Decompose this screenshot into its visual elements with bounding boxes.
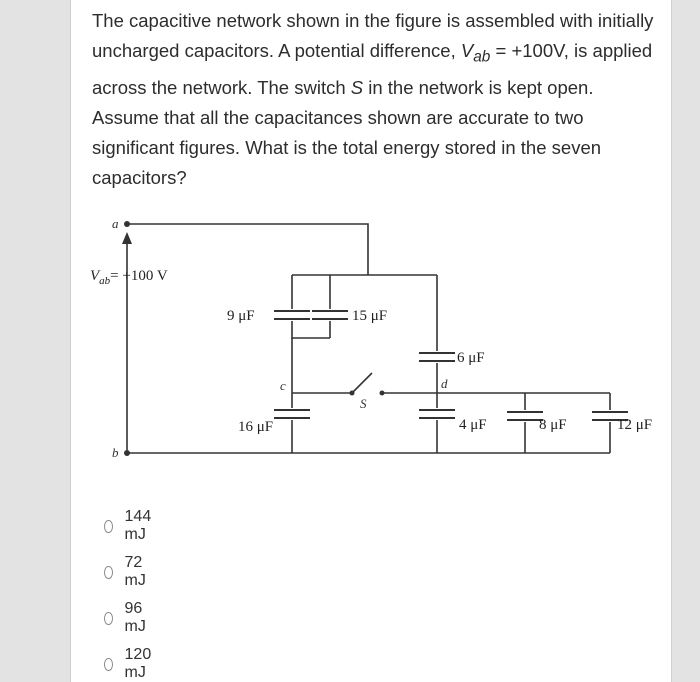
switch-blade <box>351 372 373 394</box>
capacitor-9uF-label: 9 μF <box>227 308 255 324</box>
switch-variable: S <box>350 76 364 98</box>
node-c-label: c <box>280 378 286 393</box>
option-120mJ[interactable]: 120 mJ <box>104 646 156 682</box>
capacitor-6uF <box>419 352 455 362</box>
question-card <box>70 0 672 682</box>
switch-label: S <box>360 396 367 411</box>
voltage-label: Vab= +100 V <box>90 268 168 287</box>
radio-button[interactable] <box>104 611 113 625</box>
capacitor-4uF <box>419 409 455 419</box>
capacitor-4uF-label: 4 μF <box>459 417 487 433</box>
option-72mJ[interactable]: 72 mJ <box>104 554 150 590</box>
capacitor-16uF <box>274 409 310 419</box>
option-96mJ[interactable]: 96 mJ <box>104 600 150 636</box>
question-text: The capacitive network shown in the figu… <box>92 6 657 193</box>
capacitor-8uF-label: 8 μF <box>539 417 567 433</box>
option-label: 144 mJ <box>124 508 152 543</box>
capacitor-16uF-label: 16 μF <box>238 419 273 435</box>
option-label: 96 mJ <box>124 600 146 635</box>
node-a-label: a <box>112 216 119 231</box>
question-text-part3: in the network is kept open. Assume that… <box>92 76 602 188</box>
capacitor-15uF <box>312 310 348 320</box>
capacitor-12uF-label: 12 μF <box>617 417 652 433</box>
radio-button[interactable] <box>104 519 113 533</box>
wire-a-top <box>127 223 369 275</box>
voltage-variable: Vab <box>460 40 491 66</box>
question-text-part2: = +100V, is applied across the network. … <box>92 40 653 98</box>
capacitor-12uF <box>592 411 628 421</box>
radio-button[interactable] <box>104 657 113 671</box>
voltage-arrow-head <box>122 232 132 244</box>
question-text-part1: The capacitive network shown in the figu… <box>92 10 654 61</box>
capacitor-15uF-label: 15 μF <box>352 308 387 324</box>
node-b-label: b <box>112 445 119 460</box>
capacitor-8uF <box>507 411 543 421</box>
option-144mJ[interactable]: 144 mJ <box>104 508 156 544</box>
circuit-diagram: a b c d S Vab= +100 V 9 μF 15 μF 6 μF 16… <box>90 216 652 460</box>
capacitor-6uF-label: 6 μF <box>457 350 485 366</box>
capacitor-9uF <box>274 310 310 320</box>
option-label: 72 mJ <box>124 554 146 589</box>
option-label: 120 mJ <box>124 646 152 681</box>
radio-button[interactable] <box>104 565 113 579</box>
wire-9-to-c <box>291 321 330 339</box>
node-d-label: d <box>441 376 448 391</box>
